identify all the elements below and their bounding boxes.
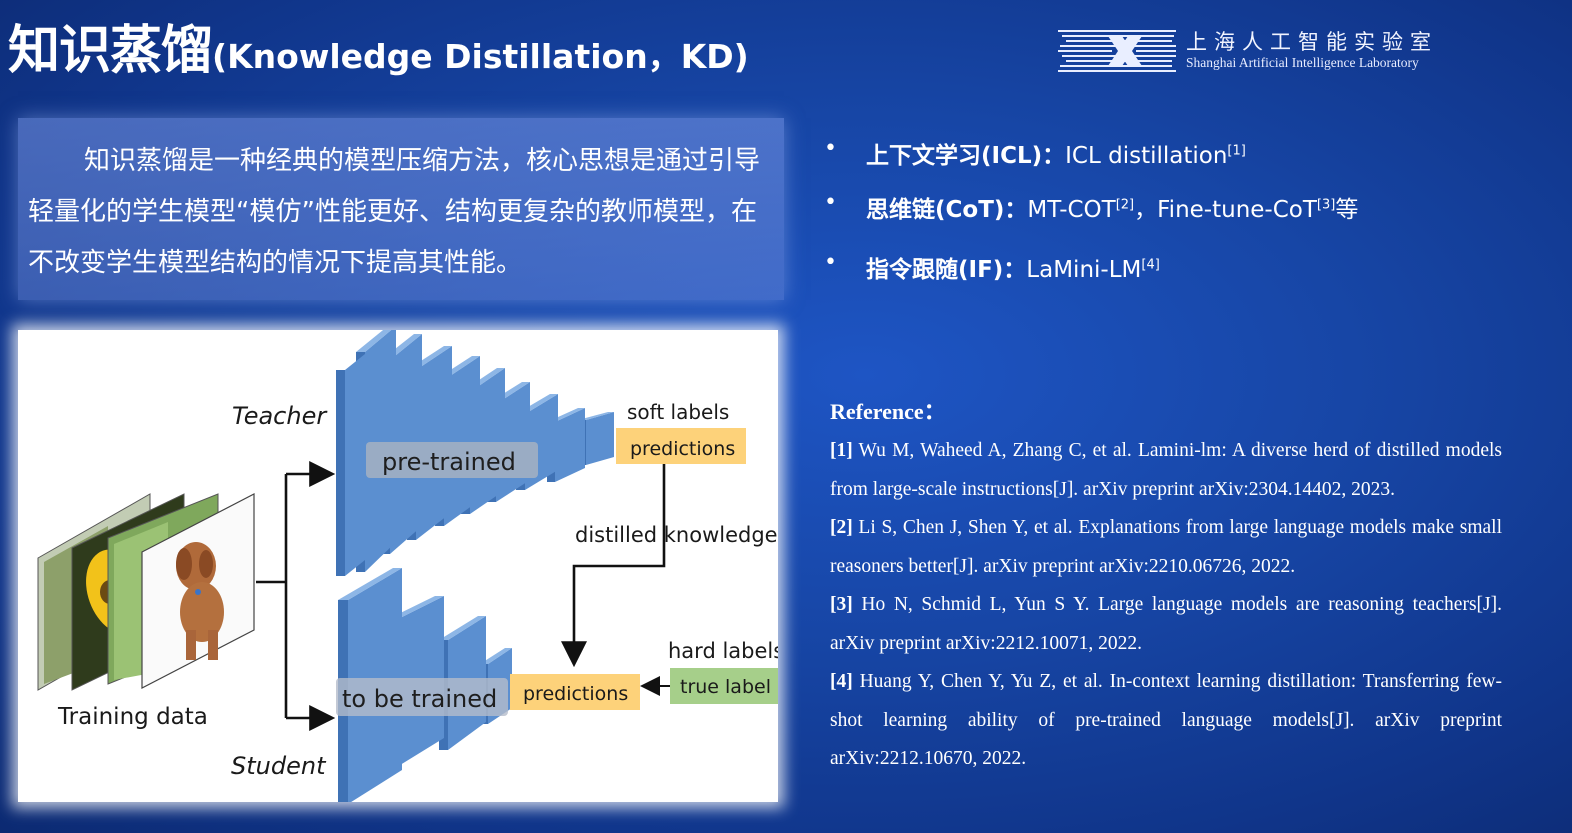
reference-item: [1] Wu M, Waheed A, Zhang C, et al. Lami… [830, 432, 1502, 509]
reference-text: Ho N, Schmid L, Yun S Y. Large language … [830, 594, 1502, 654]
distilled-knowledge-label: distilled knowledge [575, 523, 778, 547]
bullet-label: 指令跟随(IF)： [866, 257, 1027, 283]
reference-number: [4] [830, 671, 853, 692]
reference-number: [1] [830, 440, 853, 461]
true-label-text: true label [680, 676, 771, 698]
true-label-box [670, 668, 778, 704]
data-flow-lines [256, 461, 336, 731]
bullet-label: 上下文学习(ICL)： [866, 143, 1066, 169]
bullet-ref: [1] [1227, 143, 1246, 159]
to-be-trained-label: to be trained [342, 685, 497, 713]
references: Reference： [1] Wu M, Waheed A, Zhang C, … [830, 394, 1502, 779]
hard-labels-label: hard labels [668, 639, 778, 663]
bullet-tail: 等 [1335, 197, 1359, 223]
bullet-ref: [4] [1141, 257, 1160, 273]
bullet-text-mid: ，Fine-tune-CoT [1134, 197, 1317, 223]
training-data-images [37, 493, 255, 691]
lab-name-en: Shanghai Artificial Intelligence Laborat… [1186, 55, 1419, 70]
reference-item: [3] Ho N, Schmid L, Yun S Y. Large langu… [830, 586, 1502, 663]
teacher-network [336, 330, 614, 576]
student-predictions-label: predictions [523, 683, 628, 705]
reference-text: Wu M, Waheed A, Zhang C, et al. Lamini-l… [830, 440, 1502, 500]
bullet-text: LaMini-LM [1026, 257, 1142, 283]
teacher-layer [336, 350, 370, 576]
soft-labels-label: soft labels [627, 400, 729, 424]
reference-text: Huang Y, Chen Y, Yu Z, et al. In-context… [830, 671, 1502, 769]
bullet-dot: • [824, 190, 837, 215]
title-en: (Knowledge Distillation，KD) [212, 37, 749, 76]
bullet-label: 思维链(CoT)： [866, 197, 1028, 223]
bullet-text: MT-COT [1027, 197, 1116, 223]
lab-name-zh: 上海人工智能实验室 [1186, 30, 1438, 54]
training-image [141, 493, 255, 689]
bullet-dot: • [824, 136, 837, 161]
teacher-predictions-box [616, 428, 746, 464]
bullet-ref: [3] [1316, 197, 1336, 213]
reference-item: [4] Huang Y, Chen Y, Yu Z, et al. In-con… [830, 663, 1502, 779]
kd-diagram-svg: pre-trained to be trained predictions pr… [37, 330, 778, 802]
reference-item: [2] Li S, Chen J, Shen Y, et al. Explana… [830, 509, 1502, 586]
kd-diagram: pre-trained to be trained predictions pr… [18, 330, 778, 802]
to-be-trained-box [336, 678, 508, 716]
bullet-dot: • [824, 250, 837, 275]
reference-number: [2] [830, 517, 853, 538]
lab-logo [1058, 30, 1176, 72]
reference-number: [3] [830, 594, 853, 615]
intro-box: 知识蒸馏是一种经典的模型压缩方法，核心思想是通过引导轻量化的学生模型“模仿”性能… [18, 118, 784, 300]
student-label: Student [231, 752, 327, 780]
student-predictions-box [510, 674, 640, 710]
reference-text: Li S, Chen J, Shen Y, et al. Explanation… [830, 517, 1502, 577]
intro-text: 知识蒸馏是一种经典的模型压缩方法，核心思想是通过引导轻量化的学生模型“模仿”性能… [28, 146, 761, 278]
pretrained-label: pre-trained [382, 448, 516, 476]
bullet-ref: [2] [1115, 197, 1135, 213]
teacher-label: Teacher [232, 402, 328, 430]
distillation-arrow [561, 464, 666, 668]
title-zh: 知识蒸馏 [8, 21, 213, 81]
pretrained-box [366, 442, 538, 478]
slide-title: 知识蒸馏(Knowledge Distillation，KD) [8, 8, 749, 83]
references-heading: Reference： [830, 399, 946, 424]
bullet-text: ICL distillation [1065, 143, 1228, 169]
training-data-label: Training data [57, 704, 208, 730]
teacher-predictions-label: predictions [630, 438, 735, 460]
